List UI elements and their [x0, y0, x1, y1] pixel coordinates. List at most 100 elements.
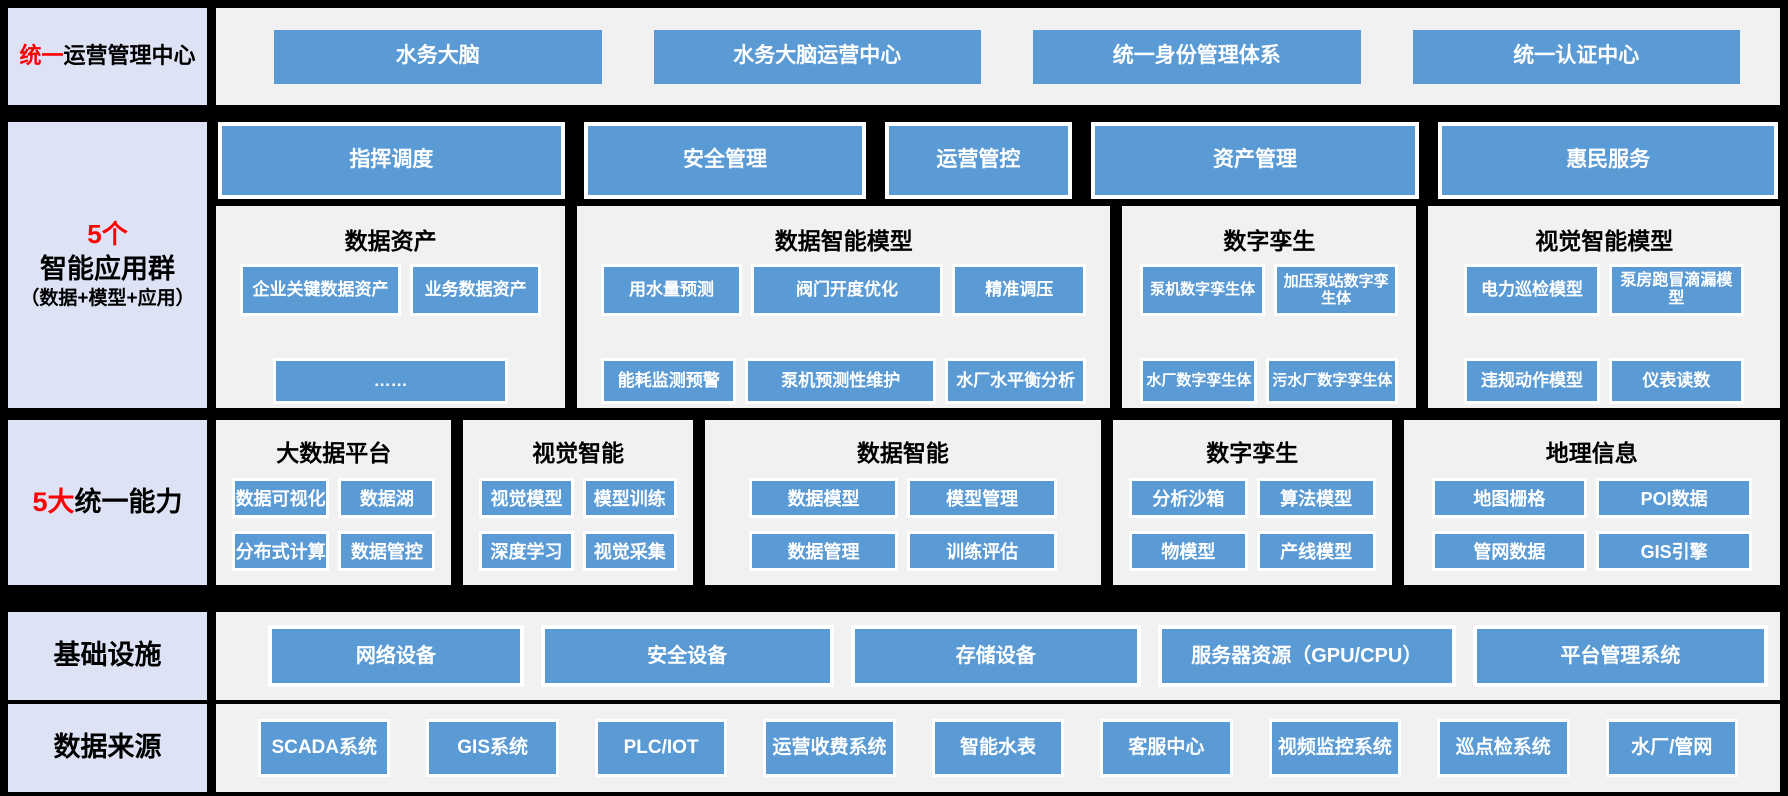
band-infrastructure: 基础设施 网络设备 安全设备 存储设备 服务器资源（GPU/CPU） 平台管理系… [8, 612, 1780, 700]
group-data-intelligence-models: 数据智能模型 用水量预测 阀门开度优化 精准调压 能耗监测预警 泵机预测性维护 … [577, 206, 1111, 408]
chip: 训练评估 [907, 531, 1057, 571]
chip-row: 深度学习 视觉采集 [475, 531, 680, 571]
chip-row: 用水量预测 阀门开度优化 精准调压 [587, 264, 1100, 316]
group-vision-intelligence-models: 视觉智能模型 电力巡检模型 泵房跑冒滴漏模型 违规动作模型 仪表读数 [1428, 206, 1780, 408]
sidebar-text: 5大统一能力 [32, 485, 182, 520]
chip-row: 企业关键数据资产 业务数据资产 [226, 264, 555, 316]
chip-row: 水厂数字孪生体 污水厂数字孪生体 [1132, 358, 1406, 404]
box-inspection-system: 巡点检系统 [1437, 719, 1570, 777]
chip: 电力巡检模型 [1464, 264, 1600, 316]
data-sources-panel: SCADA系统 GIS系统 PLC/IOT 运营收费系统 智能水表 客服中心 视… [216, 704, 1780, 792]
chip-ellipsis: …… [273, 358, 509, 404]
sidebar-rest: 统一能力 [74, 486, 183, 517]
box-operation-control: 运营管控 [885, 122, 1072, 199]
capability-digital-twin: 数字孪生 分析沙箱 算法模型 物模型 产线模型 [1112, 420, 1392, 585]
box-identity-management: 统一身份管理体系 [1033, 29, 1361, 84]
box-customer-service-center: 客服中心 [1100, 719, 1233, 777]
chip-row: 物模型 产线模型 [1125, 531, 1380, 571]
box-smart-water-meter: 智能水表 [931, 719, 1065, 777]
box-water-brain: 水务大脑 [274, 29, 602, 84]
chip: 业务数据资产 [410, 264, 542, 316]
box-command-dispatch: 指挥调度 [218, 122, 565, 199]
group-digital-twin-apps: 数字孪生 泵机数字孪生体 加压泵站数字孪生体 水厂数字孪生体 污水厂数字孪生体 [1122, 206, 1417, 408]
chip: 物模型 [1128, 531, 1248, 571]
chip: 数据管理 [748, 531, 899, 571]
group-title: 数据资产 [344, 228, 437, 254]
chip: 视觉模型 [479, 478, 574, 518]
chip-row: 地图栅格 POI数据 [1428, 478, 1756, 518]
chip: 泵机预测性维护 [745, 358, 937, 404]
capability-title: 数字孪生 [1206, 440, 1299, 466]
chip: 加压泵站数字孪生体 [1273, 264, 1399, 316]
chip: 用水量预测 [601, 264, 742, 316]
chip-row: 数据模型 模型管理 [745, 478, 1061, 518]
chip: 泵机数字孪生体 [1140, 264, 1265, 316]
capability-panels: 大数据平台 数据可视化 数据湖 分布式计算 数据管控 视觉智能 视觉模型 模型训… [216, 420, 1780, 585]
chip: 产线模型 [1256, 531, 1376, 571]
box-gis-system: GIS系统 [426, 719, 559, 777]
chip: POI数据 [1596, 478, 1753, 518]
chip-row: 能耗监测预警 泵机预测性维护 水厂水平衡分析 [587, 358, 1100, 404]
chip-row: 分布式计算 数据管控 [228, 531, 439, 571]
sidebar-label-infrastructure: 基础设施 [8, 612, 207, 700]
chip: 算法模型 [1256, 478, 1376, 518]
box-security-equipment: 安全设备 [540, 625, 834, 687]
capability-title: 大数据平台 [276, 440, 392, 466]
box-water-brain-ops-center: 水务大脑运营中心 [653, 29, 981, 84]
chip: 地图栅格 [1431, 478, 1588, 518]
chip-row: 数据管理 训练评估 [745, 531, 1061, 571]
capability-title: 数据智能 [856, 440, 949, 466]
capability-title: 地理信息 [1545, 440, 1638, 466]
chip: 能耗监测预警 [601, 358, 737, 404]
chip: 数据湖 [338, 478, 436, 518]
band-unified-capabilities: 5大统一能力 大数据平台 数据可视化 数据湖 分布式计算 数据管控 视觉智能 视… [8, 420, 1780, 585]
chip-row: 违规动作模型 仪表读数 [1438, 358, 1770, 404]
group-data-assets: 数据资产 企业关键数据资产 业务数据资产 …… [216, 206, 566, 408]
group-title: 数字孪生 [1223, 228, 1316, 254]
group-title: 视觉智能模型 [1535, 228, 1674, 254]
sidebar-label-unified-ops-center: 统一运营管理中心 [8, 8, 207, 105]
band-smart-app-groups: 5个 智能应用群 （数据+模型+应用） 指挥调度 安全管理 运营管控 资产管理 … [8, 122, 1780, 408]
chip: 泵房跑冒滴漏模型 [1608, 264, 1745, 316]
sidebar-text: 统一运营管理中心 [19, 42, 195, 71]
box-water-plant-pipe-network: 水厂/管网 [1605, 719, 1738, 777]
capability-geographic-information: 地理信息 地图栅格 POI数据 管网数据 GIS引擎 [1403, 420, 1780, 585]
chip: 数据模型 [748, 478, 899, 518]
band-unified-ops-center: 统一运营管理中心 水务大脑 水务大脑运营中心 统一身份管理体系 统一认证中心 [8, 8, 1780, 105]
chip: 视觉采集 [582, 531, 677, 571]
chip-row: 泵机数字孪生体 加压泵站数字孪生体 [1132, 264, 1406, 316]
box-plc-iot: PLC/IOT [594, 719, 728, 777]
app-group-panels: 数据资产 企业关键数据资产 业务数据资产 …… 数据智能模型 用水量预测 阀门开… [216, 206, 1780, 408]
chip-row: 电力巡检模型 泵房跑冒滴漏模型 [1438, 264, 1770, 316]
box-video-surveillance-system: 视频监控系统 [1268, 719, 1402, 777]
box-platform-management-system: 平台管理系统 [1472, 625, 1768, 687]
sidebar-label-unified-capabilities: 5大统一能力 [8, 420, 207, 585]
chip: 水厂数字孪生体 [1140, 358, 1258, 404]
chip-row: …… [226, 358, 555, 404]
chip: 违规动作模型 [1464, 358, 1600, 404]
sidebar-line2: 智能应用群 [40, 254, 175, 284]
chip-row: 分析沙箱 算法模型 [1125, 478, 1380, 518]
box-server-resources: 服务器资源（GPU/CPU） [1157, 625, 1456, 687]
sidebar-label-smart-app-groups: 5个 智能应用群 （数据+模型+应用） [8, 122, 207, 408]
capability-title: 视觉智能 [532, 440, 625, 466]
sidebar-line1: 5个 [87, 219, 128, 250]
sidebar-line3: （数据+模型+应用） [20, 288, 195, 310]
infrastructure-panel: 网络设备 安全设备 存储设备 服务器资源（GPU/CPU） 平台管理系统 [216, 612, 1780, 700]
sidebar-rest: 运营管理中心 [63, 43, 196, 69]
chip: GIS引擎 [1596, 531, 1753, 571]
chip-row: 管网数据 GIS引擎 [1428, 531, 1756, 571]
box-scada-system: SCADA系统 [258, 719, 391, 777]
box-safety-management: 安全管理 [583, 122, 867, 199]
chip: 管网数据 [1431, 531, 1588, 571]
chip: 阀门开度优化 [750, 264, 944, 316]
chip: 精准调压 [952, 264, 1087, 316]
capability-vision-intelligence: 视觉智能 视觉模型 模型训练 深度学习 视觉采集 [463, 420, 693, 585]
chip: 分析沙箱 [1128, 478, 1248, 518]
capability-big-data-platform: 大数据平台 数据可视化 数据湖 分布式计算 数据管控 [216, 420, 452, 585]
chip: 水厂水平衡分析 [945, 358, 1087, 404]
chip: 污水厂数字孪生体 [1266, 358, 1399, 404]
sidebar-highlight: 5大 [32, 486, 75, 517]
chip: 数据管控 [338, 531, 436, 571]
